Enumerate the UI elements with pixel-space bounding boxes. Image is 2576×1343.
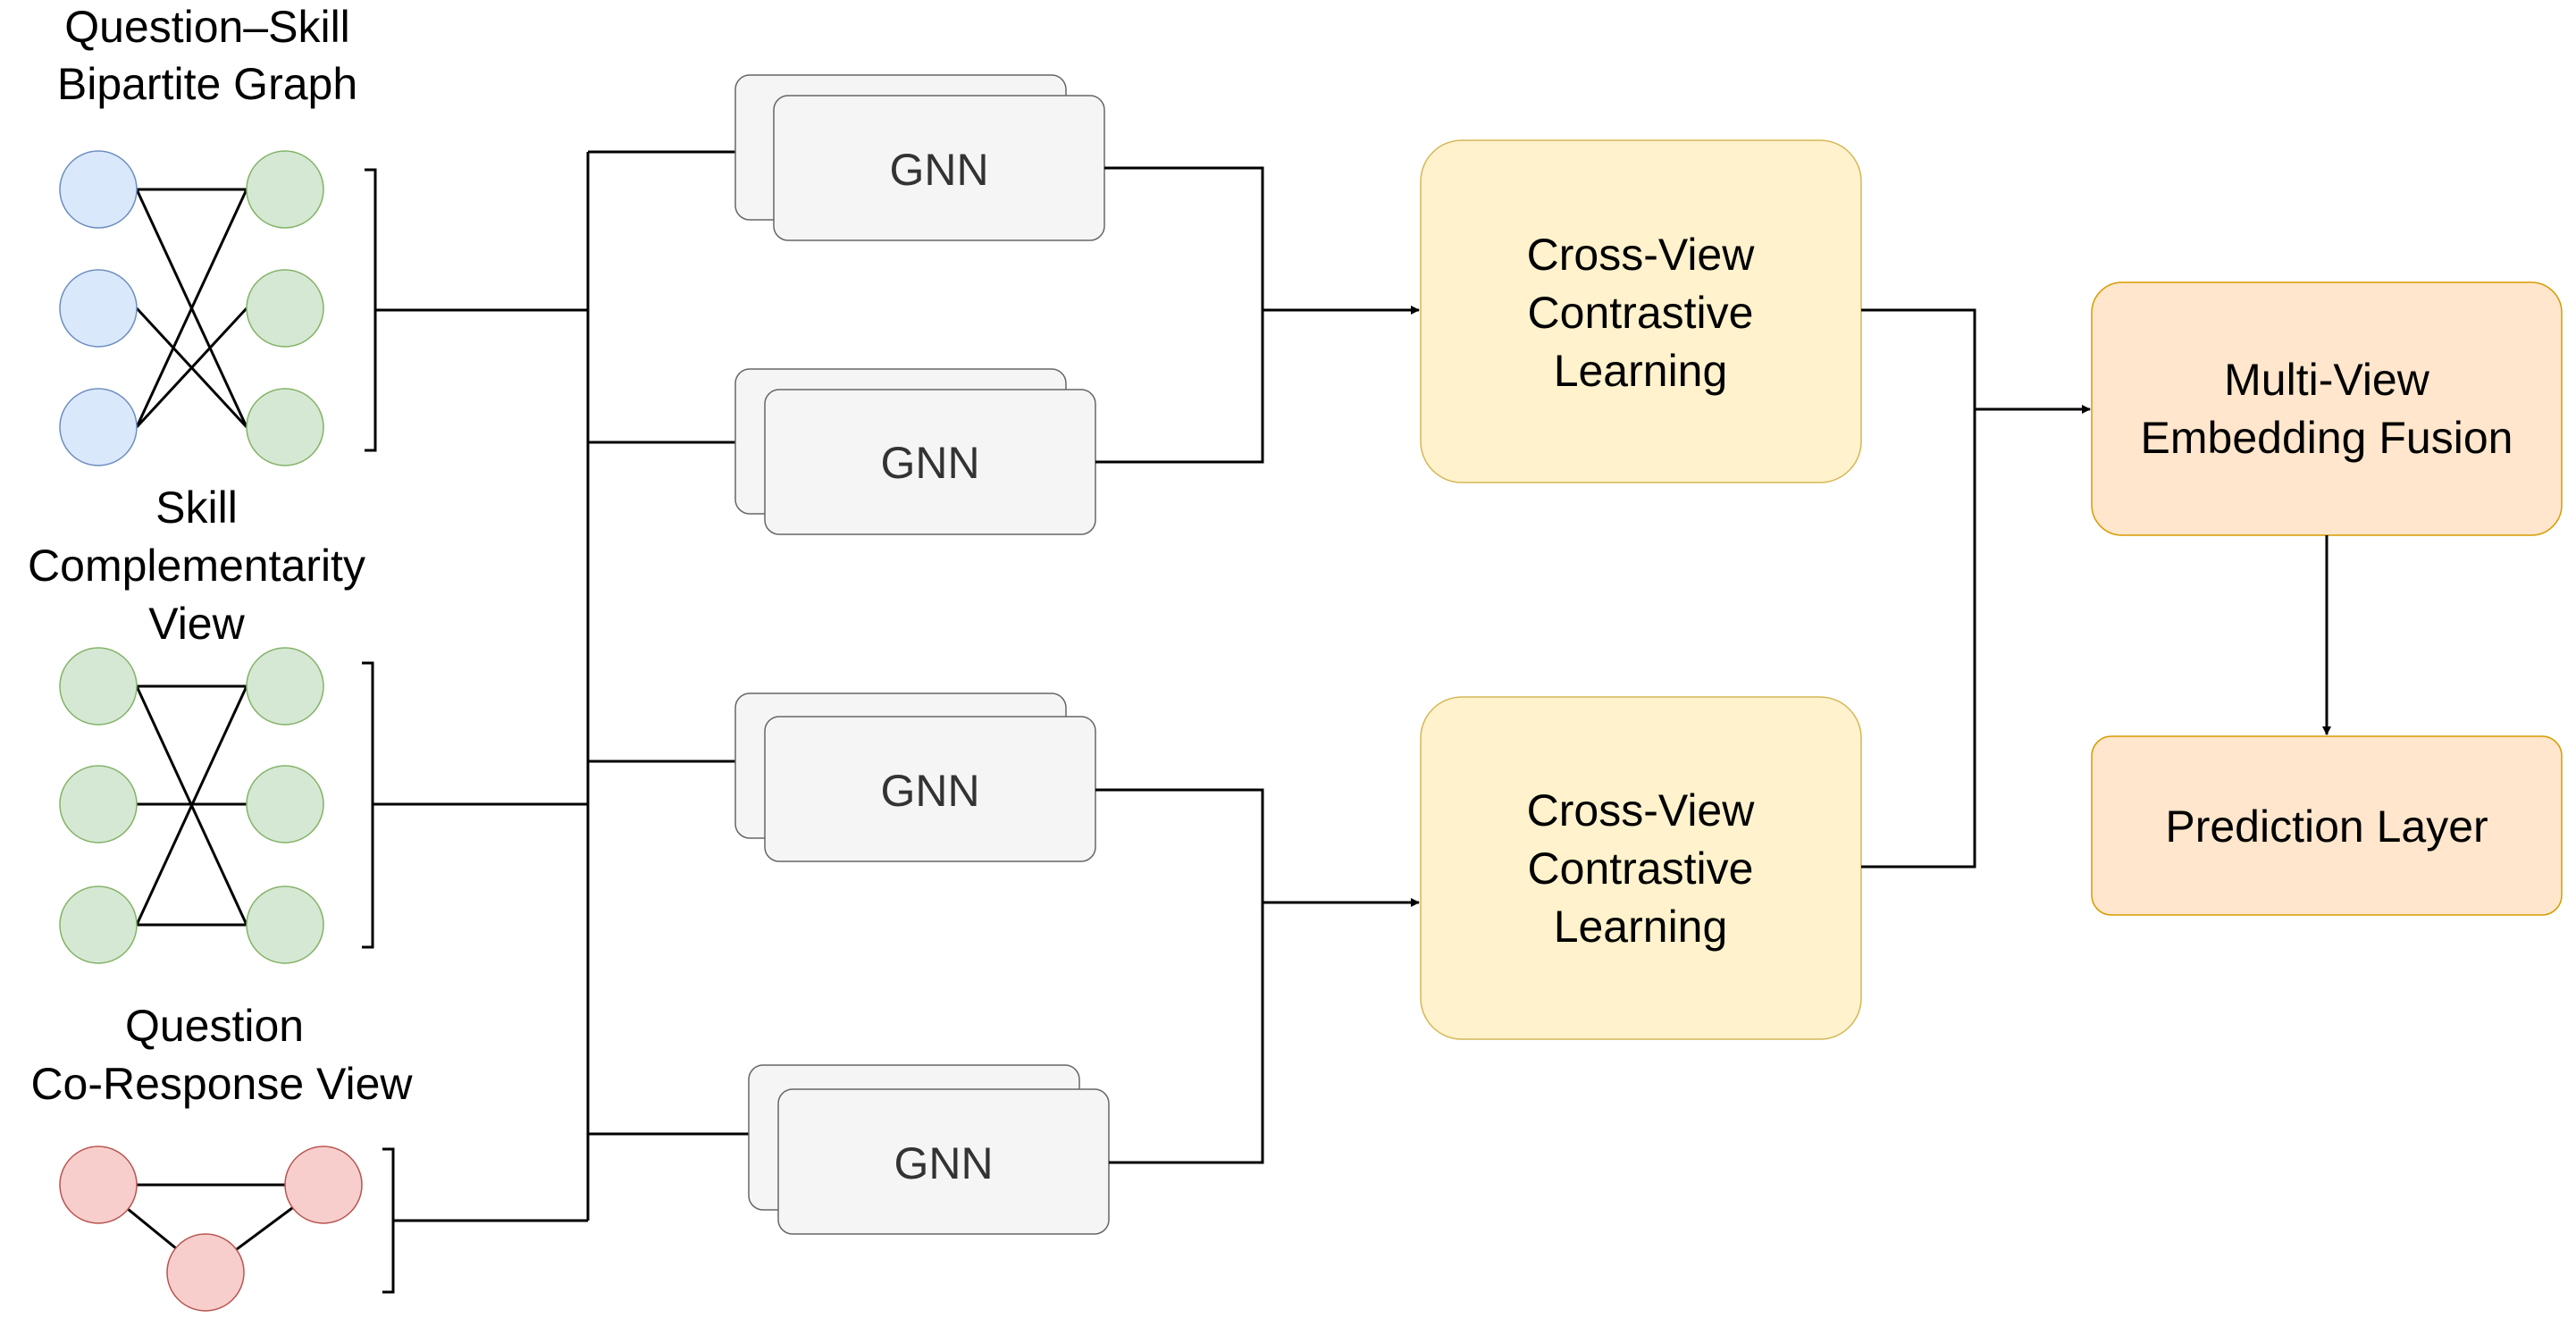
- coresponse-title-line1: Question: [125, 1001, 304, 1051]
- fusion-line2: Embedding Fusion: [2141, 413, 2513, 463]
- contrastive-line1: Cross-View: [1527, 785, 1756, 835]
- skill-node: [246, 150, 324, 229]
- skill-node: [246, 269, 324, 348]
- gnn-block-1: GNN: [734, 74, 1105, 241]
- bracket-complementarity: [362, 661, 588, 949]
- gnn-outputs-bottom: [1095, 788, 1264, 1164]
- coresponse-title-line2: Co-Response View: [30, 1059, 413, 1109]
- fusion-line1: Multi-View: [2224, 355, 2430, 405]
- coresponse-node: [166, 1233, 245, 1312]
- gnn-label: GNN: [880, 766, 979, 816]
- prediction-box: [2091, 735, 2563, 916]
- contrastive-line3: Learning: [1554, 346, 1728, 396]
- bipartite-title-line1: Question–Skill: [64, 2, 350, 52]
- complementarity-title-line1: Skill: [155, 483, 238, 533]
- graph-edge: [135, 189, 248, 428]
- gnn-block-2: GNN: [734, 368, 1096, 535]
- skill-complementarity-graph: [59, 647, 324, 964]
- coresponse-node: [284, 1146, 363, 1224]
- bracket-bipartite: [365, 168, 588, 452]
- contrastive-learning-top: Cross-View Contrastive Learning: [1420, 139, 1862, 483]
- bipartite-title-line2: Bipartite Graph: [57, 59, 357, 109]
- gnn-label: GNN: [889, 145, 988, 195]
- question-node: [59, 269, 138, 348]
- coresponse-node: [59, 1146, 138, 1224]
- skill-node: [246, 388, 324, 466]
- skill-node: [59, 765, 138, 844]
- graph-edge: [135, 685, 248, 926]
- contrastive-learning-bottom: Cross-View Contrastive Learning: [1420, 696, 1862, 1040]
- prediction-label: Prediction Layer: [2165, 802, 2488, 852]
- skill-node: [246, 647, 324, 726]
- skill-node: [246, 886, 324, 964]
- gnn-block-3: GNN: [734, 692, 1096, 862]
- complementarity-title-line2: Complementarity: [28, 541, 365, 591]
- contrastive-line1: Cross-View: [1527, 230, 1756, 280]
- complementarity-title-line3: View: [148, 599, 245, 649]
- question-node: [59, 388, 138, 466]
- contrastive-merge: [1861, 308, 1976, 869]
- question-coresponse-graph: [59, 1146, 363, 1312]
- prediction-layer: Prediction Layer: [2091, 735, 2563, 916]
- contrastive-line2: Contrastive: [1528, 844, 1754, 894]
- contrastive-line2: Contrastive: [1528, 288, 1754, 338]
- gnn-block-4: GNN: [748, 1064, 1110, 1235]
- gnn-label: GNN: [880, 438, 979, 488]
- skill-node: [59, 647, 138, 726]
- bipartite-graph: [59, 150, 324, 466]
- skill-node: [246, 765, 324, 844]
- skill-node: [59, 886, 138, 964]
- bracket-coresponse: [382, 1147, 588, 1294]
- gnn-label: GNN: [894, 1138, 993, 1188]
- question-node: [59, 150, 138, 229]
- multi-view-fusion: Multi-View Embedding Fusion: [2091, 281, 2563, 536]
- fusion-box: [2091, 281, 2563, 536]
- gnn-outputs-top: [1095, 166, 1264, 464]
- graph-edge: [135, 306, 248, 429]
- contrastive-line3: Learning: [1554, 902, 1728, 952]
